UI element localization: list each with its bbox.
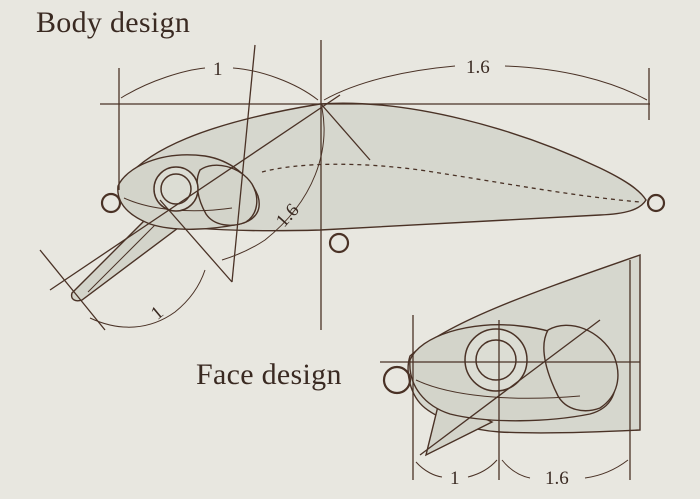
arc-rear (323, 65, 456, 101)
lure-eye-inner (160, 173, 192, 205)
lip-guide (39, 249, 106, 331)
dim-face-rear: 1.6 (545, 468, 569, 489)
body-design-title: Body design (36, 6, 191, 39)
mid-diagonal (320, 103, 371, 161)
face-arc-rear-b (584, 459, 629, 479)
lip-guide-2 (159, 199, 233, 283)
face-gill-plate (543, 324, 619, 412)
diagonal-guide (49, 94, 341, 291)
face-eye-inner (475, 339, 517, 381)
face-design-drawing: 1 1.6 (380, 254, 641, 489)
line-tie-eyelet (100, 192, 122, 214)
arc-lip (89, 269, 206, 328)
lip-inner-line (87, 221, 159, 293)
arc-front (120, 67, 206, 99)
head-diagonal (231, 44, 256, 283)
face-jaw-line (415, 379, 581, 399)
face-diagonal (419, 319, 601, 456)
face-arc-rear (501, 459, 531, 479)
arc-rear-b (504, 65, 648, 101)
dim-face-front: 1 (450, 468, 460, 489)
body-design-drawing: 1 1.6 1.6 1 (39, 40, 666, 331)
arc-diagonal (221, 107, 325, 261)
tail-eyelet (646, 193, 666, 213)
arc-front-b (232, 67, 319, 101)
belly-eyelet (328, 232, 350, 254)
dim-body-rear: 1.6 (466, 57, 490, 78)
dim-lip: 1 (147, 302, 168, 324)
dim-body-front: 1 (213, 59, 223, 80)
lure-lip (70, 214, 180, 302)
face-design-title: Face design (196, 358, 342, 391)
face-line-tie (382, 365, 412, 395)
face-arc-front-b (467, 459, 498, 478)
face-arc-front (415, 461, 443, 478)
